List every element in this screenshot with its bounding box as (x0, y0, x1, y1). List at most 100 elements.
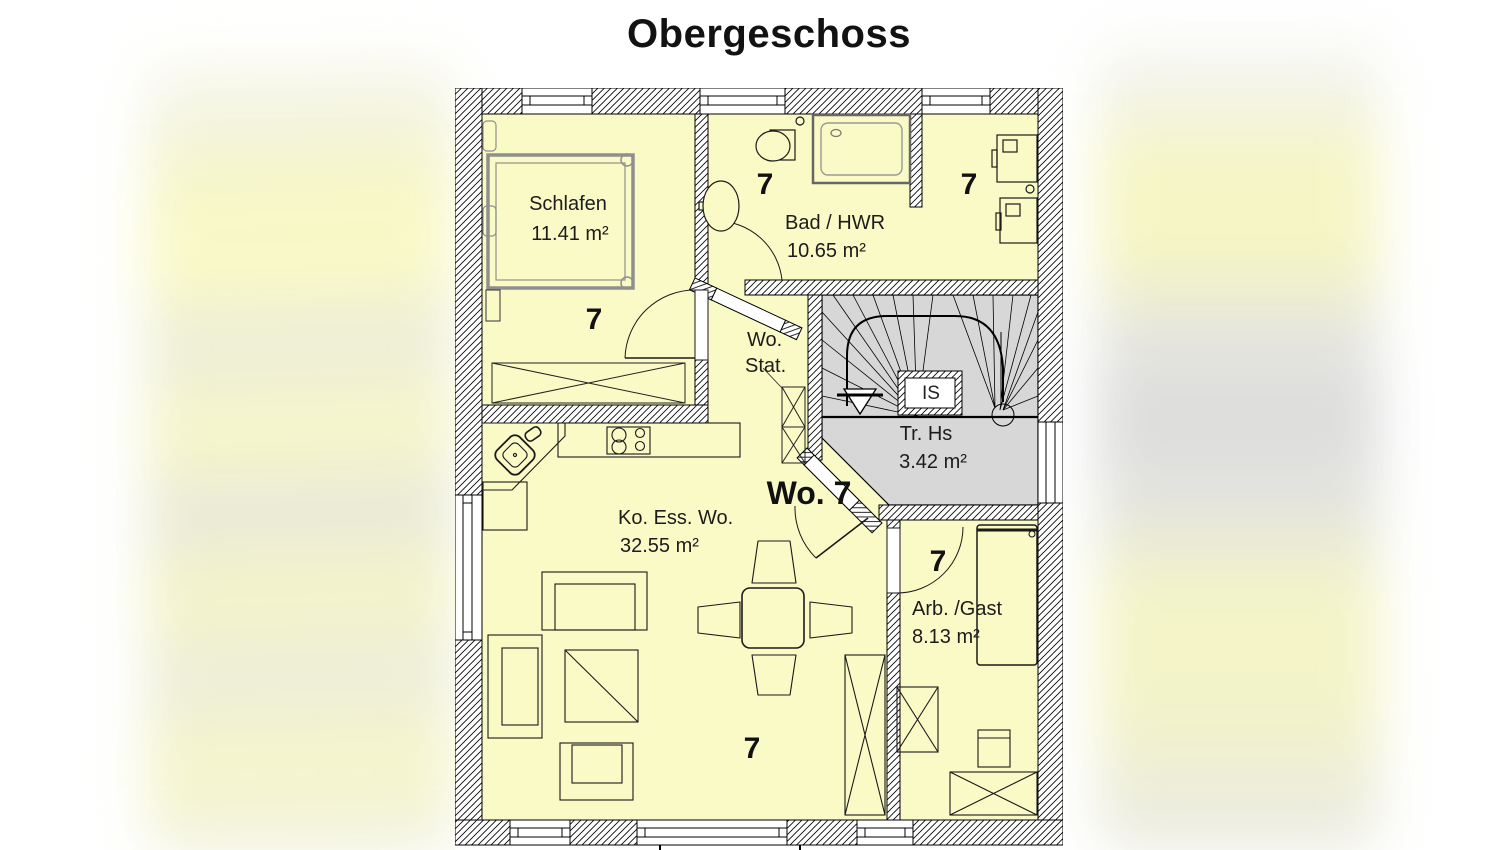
armchair (487, 634, 543, 739)
shower-drain (830, 128, 842, 138)
wall-schlafen-stub (694, 359, 709, 406)
bad-room-name: Bad / HWR (785, 212, 886, 234)
shaft-box-inner (904, 377, 956, 409)
wall-schlafen-bottom (481, 404, 709, 424)
small-chair-inner (571, 744, 623, 784)
corridor-furniture (762, 367, 806, 464)
kitchen-corner-unit (481, 422, 566, 491)
kitchen-cabinet (482, 481, 528, 531)
desk (949, 771, 1038, 816)
window-bottom-1 (509, 819, 571, 846)
hinge-dot-3 (1028, 530, 1036, 538)
desk-chair (977, 729, 1011, 768)
nightstand (485, 289, 501, 322)
small-chair (559, 742, 634, 801)
wall-bottom-2 (569, 819, 638, 846)
living-wardrobe (844, 654, 886, 816)
window-right (1037, 421, 1063, 504)
background-blur-left (146, 55, 454, 850)
kitchen-sink (494, 434, 536, 476)
bad-room-area: 10.65 m² (787, 240, 866, 262)
schlafen-room-name: Schlafen (529, 193, 607, 215)
schlafen-furniture (482, 120, 686, 404)
window-top-bad (699, 88, 786, 115)
washbasin (702, 180, 740, 232)
wall-bottom-3 (786, 819, 858, 846)
arb-unit-number: 7 (929, 545, 947, 578)
dining-chair-bottom (751, 654, 797, 696)
stairwell-name: Tr. Hs (899, 423, 953, 445)
wall-bottom-4 (912, 819, 1063, 846)
wall-left-upper (455, 88, 483, 496)
schlafen-door-opening (694, 289, 709, 361)
windows (455, 88, 1063, 846)
stair-walking-line (846, 315, 1004, 406)
schlafen-room-area: 11.41 m² (531, 223, 609, 245)
arb-door-swing (896, 526, 964, 594)
apartment-label: Wo. 7 (766, 475, 852, 511)
guest-bed (976, 524, 1038, 666)
flur-label-line2: Stat. (745, 355, 787, 377)
kitchen-counter (557, 422, 741, 458)
side-table (564, 649, 639, 723)
window-bottom-3 (856, 819, 914, 846)
window-top-hwr (921, 88, 991, 115)
page-title: Obergeschoss (627, 12, 911, 56)
bed-knob-1 (620, 153, 634, 167)
wall-tab-1 (482, 120, 497, 152)
hinge-dot-2 (1025, 184, 1035, 194)
flur-cabinet-bottom (781, 426, 806, 464)
stairwell-area: 3.42 m² (899, 451, 967, 473)
bed-knob-2 (620, 276, 634, 290)
wall-arb-stub (886, 519, 901, 529)
arb-door-opening (886, 527, 901, 594)
dining-table (741, 587, 805, 649)
armchair-inner (501, 647, 539, 726)
dining-chair-left (697, 601, 741, 639)
stair-spindle-circle (991, 403, 1015, 427)
wall-corridor-diagonal (688, 277, 803, 341)
hwr-unit-number: 7 (960, 168, 978, 201)
side-table-diagonal (564, 649, 639, 723)
bed-inner (495, 162, 626, 281)
wall-stair-diagonal (796, 447, 883, 534)
wall-bottom-1 (455, 819, 511, 846)
wall-stair-bottom (878, 504, 1039, 521)
window-bottom-2 (636, 819, 788, 846)
entry-door-leaf (815, 517, 869, 559)
washer-2 (995, 197, 1038, 244)
wohnen-room-area: 32.55 m² (620, 535, 699, 557)
arb-wardrobe (896, 686, 939, 753)
schlafen-unit-number: 7 (585, 303, 603, 336)
wall-shower-partition (909, 113, 923, 208)
dimension-ticks (659, 845, 801, 850)
bad-furniture (698, 113, 1038, 244)
sofa-inner (554, 583, 636, 631)
wall-stair-left (807, 294, 823, 461)
floor-plan-drawing (455, 88, 1063, 850)
wall-stair-top (744, 279, 1039, 296)
arb-room-name: Arb. /Gast (912, 598, 1003, 620)
background-blur-right (1098, 25, 1380, 850)
wohnen-room-name: Ko. Ess. Wo. (618, 507, 734, 529)
bed (486, 153, 635, 290)
flur-label-line1: Wo. (747, 329, 783, 351)
dining-set (697, 540, 853, 696)
wall-left-lower (455, 639, 483, 846)
wall-right-lower (1037, 502, 1063, 846)
living-furniture (481, 422, 886, 816)
hinge-dot-1 (795, 116, 805, 126)
shaft-label: IS (922, 383, 940, 404)
entry-door-swing (794, 505, 817, 559)
schlafen-door-swing (624, 289, 696, 359)
shower-tray-inner (820, 122, 903, 176)
arb-furniture (896, 524, 1038, 816)
wohnen-unit-number: 7 (743, 732, 761, 765)
entry-door-opening (803, 454, 861, 511)
flur-leader-line (762, 367, 783, 389)
shower-tray (811, 113, 912, 185)
floor-plan: Schlafen 11.41 m² 7 7 Bad / HWR 10.65 m²… (455, 88, 1063, 850)
window-top-schlafen (521, 88, 593, 115)
arb-room-area: 8.13 m² (912, 626, 980, 648)
wall-arb-left (886, 592, 901, 821)
